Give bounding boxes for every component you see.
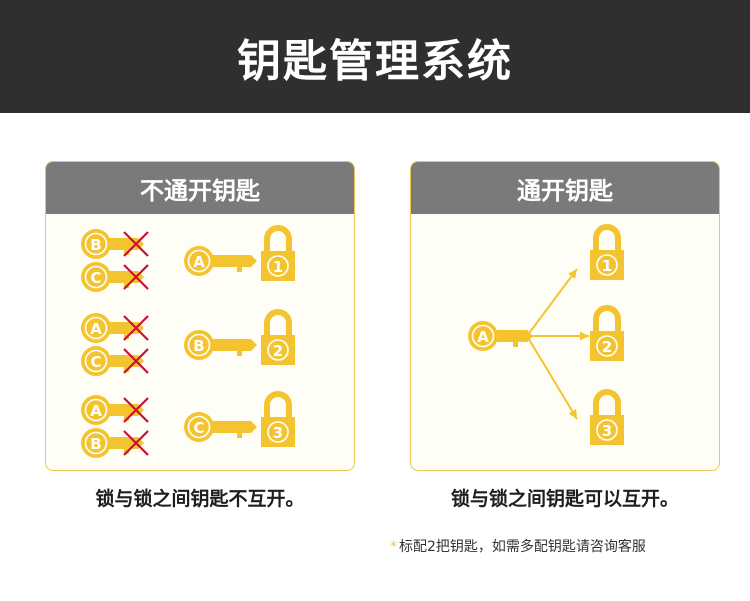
key-letter: B bbox=[193, 337, 204, 355]
lock-number: 2 bbox=[602, 338, 612, 356]
lock-number: 1 bbox=[602, 257, 612, 275]
master-caption: 锁与锁之间钥匙可以互开。 bbox=[450, 488, 679, 510]
lock-number: 1 bbox=[273, 258, 283, 276]
lock-icon: 3 bbox=[261, 391, 295, 447]
key-icon: C bbox=[184, 412, 257, 442]
master-key-panel: 通开钥匙 A 1 2 3 bbox=[410, 161, 720, 471]
key-letter: C bbox=[90, 269, 101, 287]
lock-icon: 1 bbox=[261, 225, 295, 281]
footnote-text: 标配2把钥匙，如需多配钥匙请咨询客服 bbox=[399, 539, 646, 555]
key-letter: A bbox=[477, 328, 489, 346]
panel-title: 不通开钥匙 bbox=[46, 162, 354, 214]
cross-icon bbox=[123, 397, 149, 423]
lock-icon: 3 bbox=[590, 389, 624, 445]
footnote: *标配2把钥匙，如需多配钥匙请咨询客服 bbox=[390, 536, 646, 556]
star-icon: * bbox=[390, 539, 397, 555]
arrow-icon bbox=[526, 335, 578, 420]
arrow-icon bbox=[526, 268, 578, 337]
panel-title: 通开钥匙 bbox=[411, 162, 719, 214]
cross-icon bbox=[123, 315, 149, 341]
lock-number: 3 bbox=[273, 424, 283, 442]
master-key-icon: A bbox=[468, 321, 533, 351]
page-title: 钥匙管理系统 bbox=[237, 35, 513, 87]
lock-icon: 1 bbox=[590, 224, 624, 280]
lock-number: 2 bbox=[273, 342, 283, 360]
key-letter: B bbox=[90, 435, 101, 453]
lock-icon: 2 bbox=[261, 309, 295, 365]
key-icon: A bbox=[184, 246, 257, 276]
non-master-caption: 锁与锁之间钥匙不互开。 bbox=[95, 488, 305, 510]
arrow-icon bbox=[527, 331, 589, 341]
key-letter: A bbox=[193, 253, 205, 271]
key-letter: C bbox=[193, 419, 204, 437]
cross-icon bbox=[123, 264, 149, 290]
key-letter: C bbox=[90, 353, 101, 371]
key-icon: B bbox=[184, 330, 257, 360]
cross-icon bbox=[123, 348, 149, 374]
key-letter: A bbox=[90, 320, 102, 338]
key-letter: B bbox=[90, 236, 101, 254]
lock-number: 3 bbox=[602, 422, 612, 440]
master-key-diagram: A 1 2 3 bbox=[468, 224, 624, 445]
key-letter: A bbox=[90, 402, 102, 420]
lock-icon: 2 bbox=[590, 305, 624, 361]
cross-icon bbox=[123, 430, 149, 456]
header-banner: 钥匙管理系统 bbox=[0, 0, 750, 113]
cross-icon bbox=[123, 231, 149, 257]
